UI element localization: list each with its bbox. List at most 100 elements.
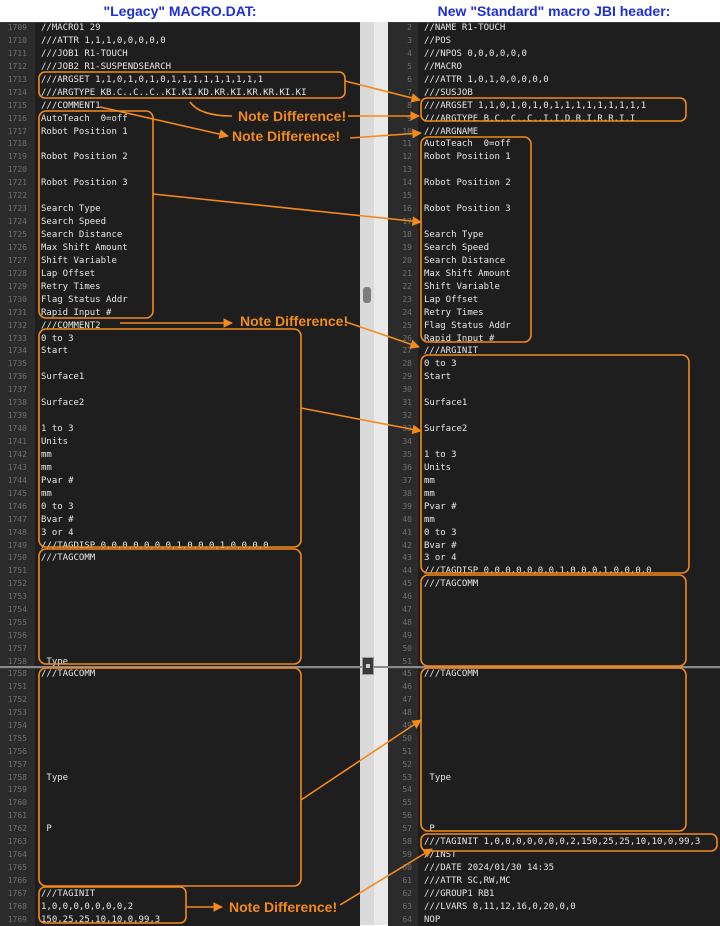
code-line[interactable]: 1762 P — [0, 823, 360, 836]
code-line[interactable]: 56 — [388, 810, 720, 823]
code-line[interactable]: 62///GROUP1 RB1 — [388, 888, 720, 901]
left-scrollbar[interactable] — [360, 22, 374, 925]
code-line[interactable]: 32 — [388, 410, 720, 423]
code-line[interactable]: 50 — [388, 643, 720, 656]
code-line[interactable]: 17 — [388, 216, 720, 229]
code-line[interactable]: 1714///ARGTYPE KB.C..C..C..KI.KI.KD.KR.K… — [0, 87, 360, 100]
code-line[interactable]: 58///TAGINIT 1,0,0,0,0,0,0,0,2,150,25,25… — [388, 836, 720, 849]
code-line[interactable]: 5//MACRO — [388, 61, 720, 74]
code-line[interactable]: 1752 — [0, 694, 360, 707]
code-line[interactable]: 30 — [388, 384, 720, 397]
code-line[interactable]: 4///NPOS 0,0,0,0,0,0 — [388, 48, 720, 61]
code-line[interactable]: 8///ARGSET 1,1,0,1,0,1,0,1,1,1,1,1,1,1,1… — [388, 100, 720, 113]
code-line[interactable]: 1750///TAGCOMM — [0, 552, 360, 565]
code-line[interactable]: 63///LVARS 8,11,12,16,0,20,0,0 — [388, 901, 720, 914]
code-line[interactable]: 54 — [388, 784, 720, 797]
code-line[interactable]: 49 — [388, 720, 720, 733]
code-line[interactable]: 1754 — [0, 604, 360, 617]
split-toggle-button[interactable] — [362, 657, 374, 675]
code-line[interactable]: 1761 — [0, 810, 360, 823]
code-line[interactable]: 1735 — [0, 358, 360, 371]
code-line[interactable]: 1752 — [0, 578, 360, 591]
code-line[interactable]: 1749///TAGDISP 0,0,0,0,0,0,0,1,0,0,0,1,0… — [0, 540, 360, 553]
code-line[interactable]: 1764 — [0, 849, 360, 862]
code-line[interactable]: 46 — [388, 681, 720, 694]
code-line[interactable]: 44///TAGDISP 0,0,0,0,0,0,0,1,0,0,0,1,0,0… — [388, 565, 720, 578]
code-line[interactable]: 60///DATE 2024/01/30 14:35 — [388, 862, 720, 875]
code-line[interactable]: 1751 — [0, 565, 360, 578]
code-line[interactable]: 45///TAGCOMM — [388, 669, 720, 681]
code-line[interactable]: 34 — [388, 436, 720, 449]
code-line[interactable]: 1763 — [0, 836, 360, 849]
code-line[interactable]: 1760 — [0, 797, 360, 810]
code-line[interactable]: 51 — [388, 746, 720, 759]
code-line[interactable]: 1758 Type — [0, 772, 360, 785]
code-line[interactable]: 1718 — [0, 138, 360, 151]
code-line[interactable]: 47 — [388, 604, 720, 617]
code-line[interactable]: 57 P — [388, 823, 720, 836]
code-line[interactable]: 59//INST — [388, 849, 720, 862]
code-line[interactable]: 1737 — [0, 384, 360, 397]
code-line[interactable]: 1754 — [0, 720, 360, 733]
code-line[interactable]: 1711///JOB1 R1-TOUCH — [0, 48, 360, 61]
code-line[interactable]: 6///ATTR 1,0,1,0,0,0,0,0 — [388, 74, 720, 87]
code-line[interactable]: 3//POS — [388, 35, 720, 48]
code-line[interactable]: 1766 — [0, 875, 360, 888]
code-line[interactable]: 45///TAGCOMM — [388, 578, 720, 591]
code-line[interactable]: 1751 — [0, 681, 360, 694]
code-line[interactable]: 48 — [388, 617, 720, 630]
code-line[interactable]: 15 — [388, 190, 720, 203]
code-line[interactable]: 1753 — [0, 591, 360, 604]
code-line[interactable]: 53 Type — [388, 772, 720, 785]
code-line[interactable]: 1755 — [0, 733, 360, 746]
code-line[interactable]: 1709//MACRO1 29 — [0, 23, 360, 35]
code-line[interactable]: 1757 — [0, 759, 360, 772]
code-line[interactable]: 1753 — [0, 707, 360, 720]
code-line[interactable]: 27///ARGINIT — [388, 345, 720, 358]
code-line[interactable]: 1722 — [0, 190, 360, 203]
code-line[interactable]: 2//NAME R1-TOUCH — [388, 23, 720, 35]
code-line[interactable]: 61///ATTR SC,RW,MC — [388, 875, 720, 888]
code-line[interactable]: 1739 — [0, 410, 360, 423]
code-line[interactable]: 9///ARGTYPE B.C..C..C..I.I.D.R.I.R.R.I.I — [388, 113, 720, 126]
code-line[interactable]: 1765 — [0, 862, 360, 875]
code-line[interactable]: 1756 — [0, 630, 360, 643]
